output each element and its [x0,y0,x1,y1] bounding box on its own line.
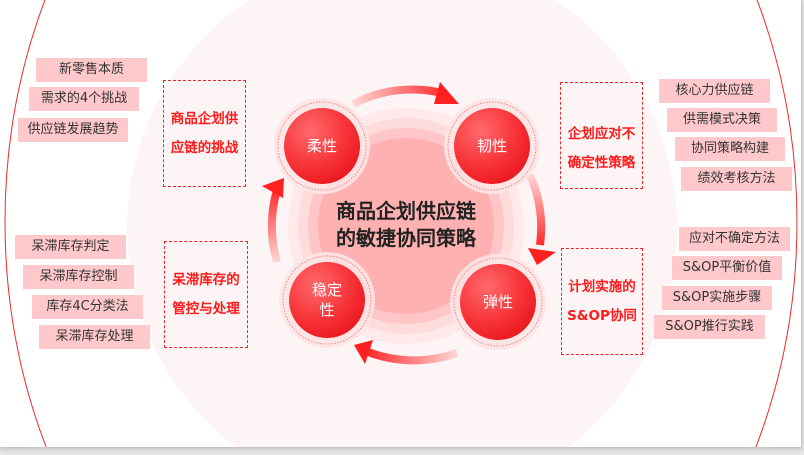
arrow-bottom [366,348,459,365]
node-elasticity: 弹性 [460,264,536,340]
tag-item: 核心力供应链 [659,79,770,103]
node-label-line1: 稳定 [311,281,342,299]
node-stability: 稳定 性 [289,262,365,338]
section-heading-bottom-right: 计划实施的 S&OP协同 [561,248,643,355]
node-label: 弹性 [482,293,513,311]
diagram-graphics [4,0,798,447]
arrowhead-bottom [354,340,373,364]
title-line1: 商品企划供应链 [336,199,476,223]
tag-item: 呆滞库存控制 [23,265,134,289]
tag-item: 供应链发展趋势 [18,118,128,142]
section-heading-top-left: 商品企划供 应链的挑战 [163,80,246,187]
cycle-arrows [262,82,556,365]
arrowhead-left [262,178,284,198]
heading-line2: 应链的挑战 [170,139,239,156]
tag-item: S&OP推行实践 [654,315,765,339]
tag-item: 绩效考核方法 [681,167,792,191]
title-line2: 的敏捷协同策略 [336,226,476,250]
arrow-top [351,85,448,108]
outer-ellipse [4,0,798,447]
tag-item: S&OP平衡价值 [672,256,782,280]
tag-item: 呆滞库存处理 [39,325,150,349]
section-heading-bottom-left: 呆滞库存的 管控与处理 [164,241,248,348]
node-label-line2: 性 [319,301,335,319]
node-label: 柔性 [306,137,337,155]
section-heading-top-right: 企划应对不 确定性策略 [560,82,643,189]
heading-line1: 商品企划供 [170,110,239,127]
tag-item: 协同策略构建 [675,137,785,161]
arrowhead-top [434,82,459,104]
node-flexibility: 柔性 [284,108,360,184]
arrow-right [526,173,546,246]
heading-line2: 确定性策略 [567,154,636,171]
diagram-title: 商品企划供应链 的敏捷协同策略 [316,198,496,252]
tag-item: 需求的4个挑战 [29,87,139,111]
tag-item: 供需模式决策 [667,108,777,132]
tag-item: S&OP实施步骤 [662,286,772,310]
heading-line2: 管控与处理 [172,300,240,317]
tag-item: 库存4C分类法 [32,295,143,319]
tag-item: 呆滞库存判定 [15,235,126,259]
node-discs [284,108,536,340]
heading-line2: S&OP协同 [567,307,637,324]
heading-line1: 呆滞库存的 [172,271,240,288]
node-label: 韧性 [476,137,507,155]
node-toughness: 韧性 [454,108,530,184]
arrowhead-right [528,248,556,265]
slide: 柔性 韧性 稳定 性 弹性 商品企划供应链 的敏捷协同策略 商品企划供 应链的挑… [0,0,802,447]
tag-item: 新零售本质 [36,58,147,82]
tag-item: 应对不确定方法 [679,227,790,251]
arrow-left [267,188,281,264]
heading-line1: 企划应对不 [567,125,636,142]
heading-line1: 计划实施的 [568,278,636,295]
